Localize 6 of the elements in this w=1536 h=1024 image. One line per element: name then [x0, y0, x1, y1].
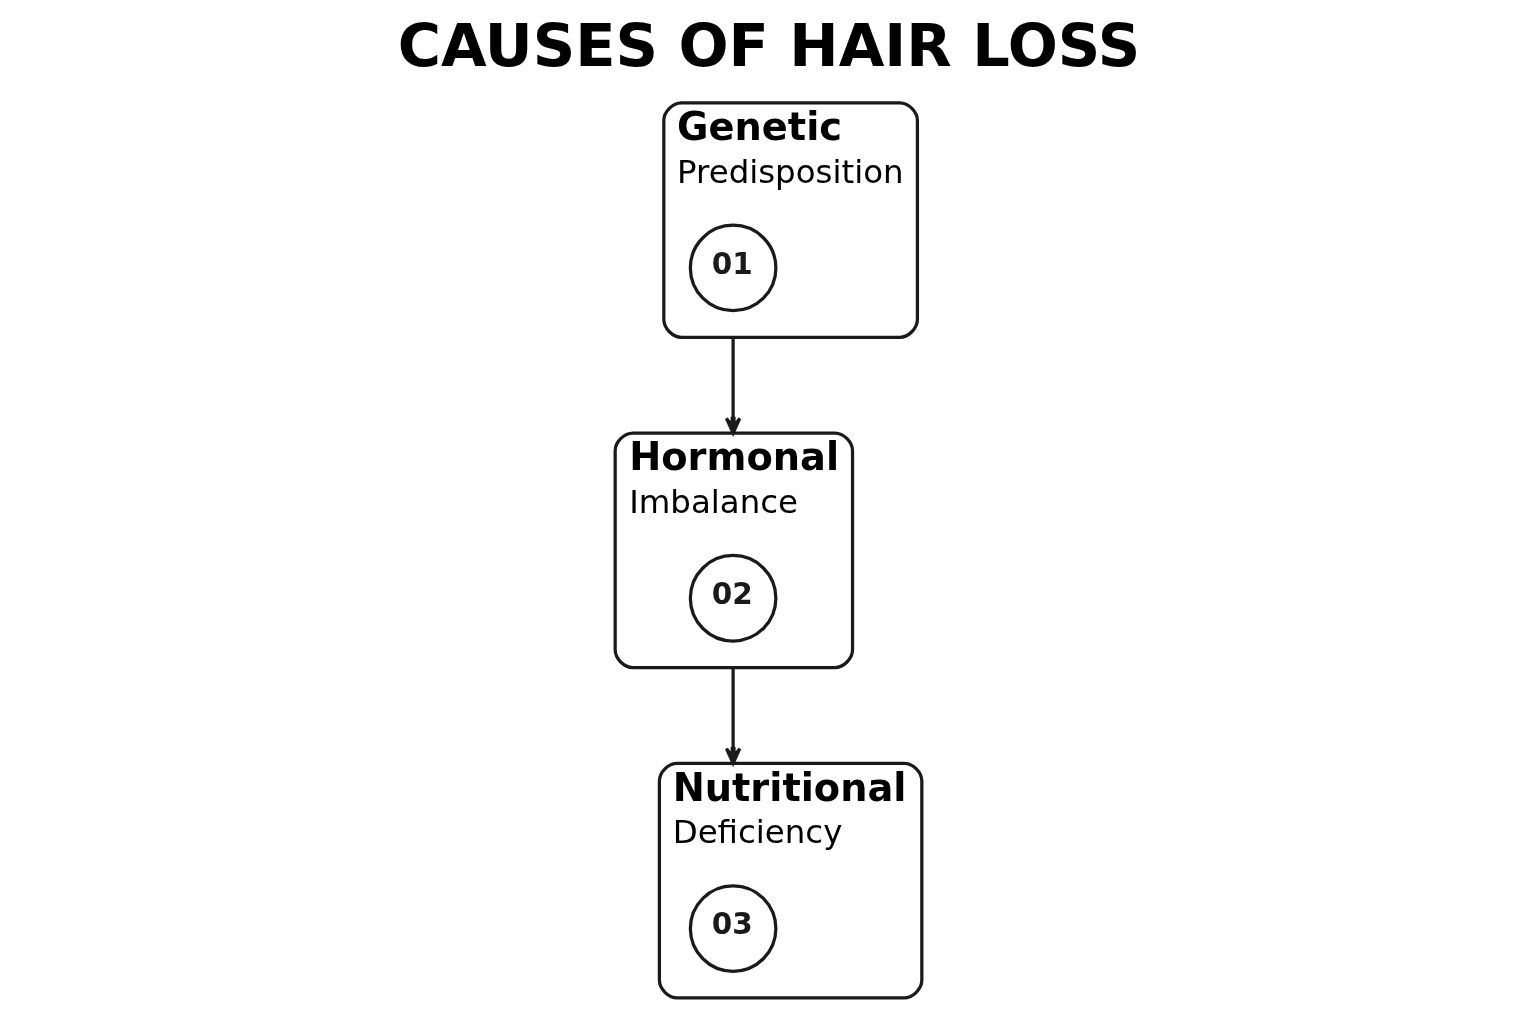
node-circle: 02 [688, 553, 777, 643]
diagram-title: CAUSES OF HAIR LOSS [397, 11, 1140, 80]
arrow [724, 337, 741, 435]
node-circle: 03 [688, 884, 777, 973]
arrow [724, 667, 741, 765]
node-circle: 01 [688, 223, 777, 313]
